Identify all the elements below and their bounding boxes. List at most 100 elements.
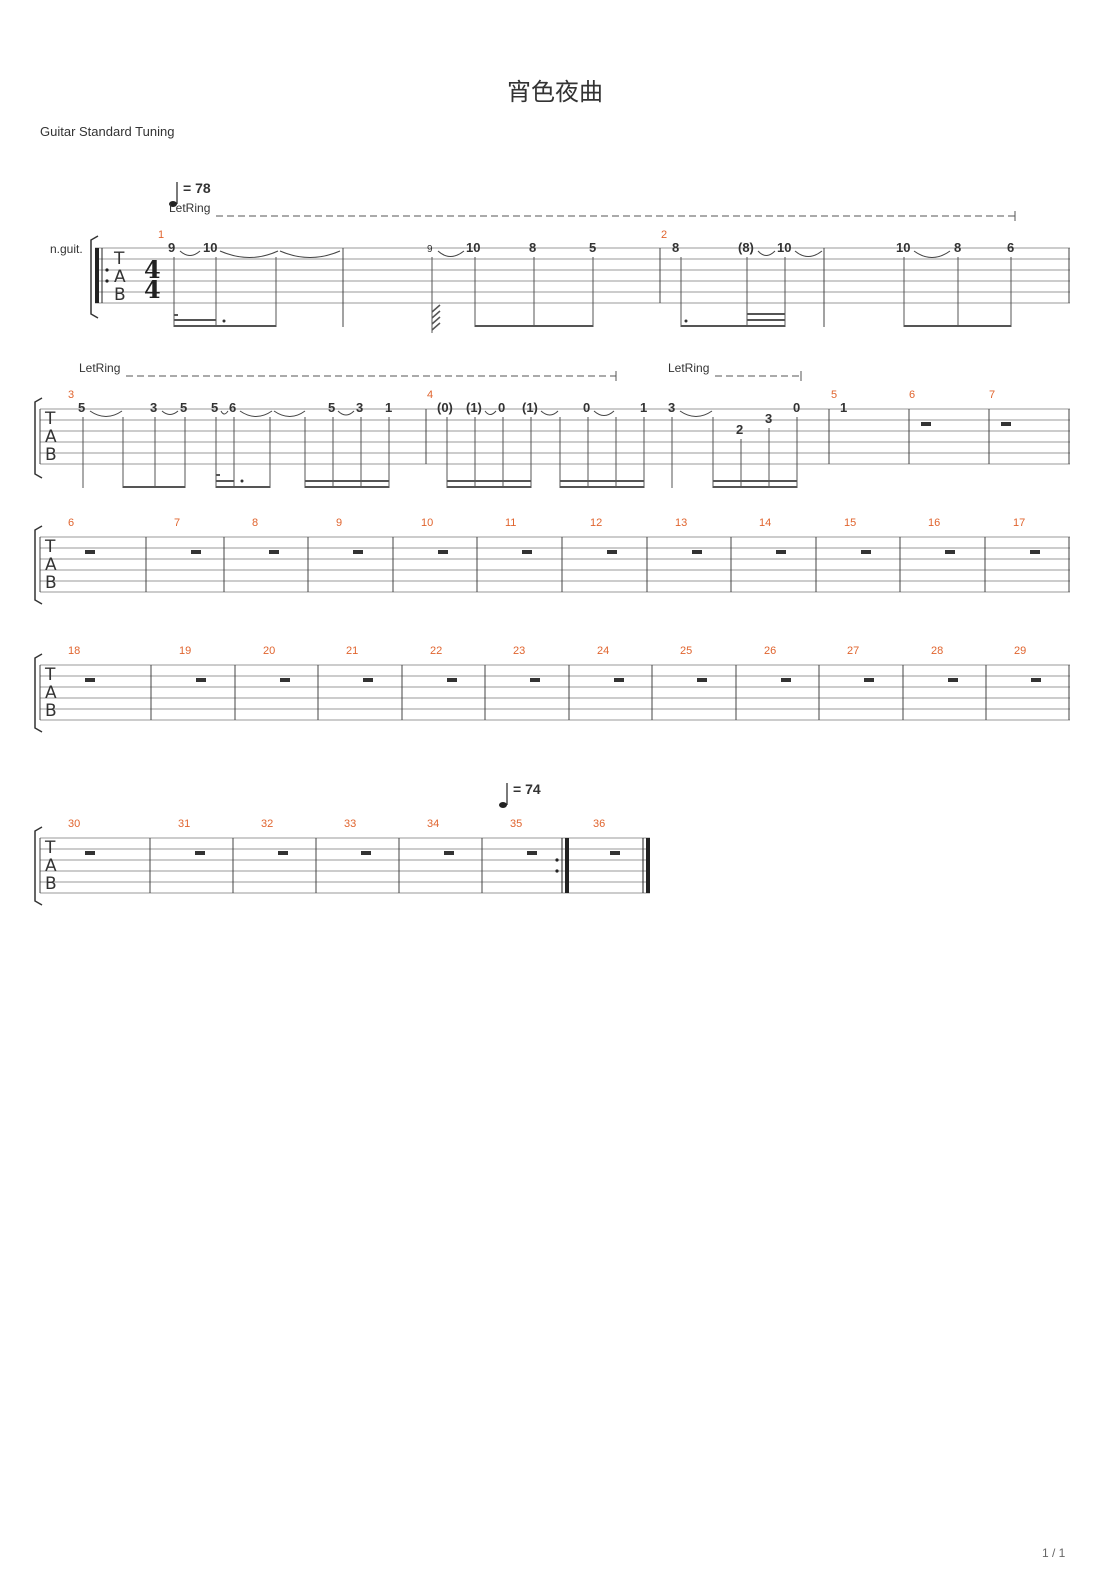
let-ring-label: LetRing — [169, 201, 210, 215]
fret-number: 1 — [840, 400, 847, 415]
fret-number: 3 — [668, 400, 675, 415]
whole-rest — [921, 422, 931, 426]
tab-letter-t: T — [113, 249, 125, 269]
whole-rest — [280, 678, 290, 682]
rhythm-beams — [174, 313, 1011, 327]
whole-rest — [269, 550, 279, 554]
system-bracket — [34, 525, 43, 605]
tab-letter: B — [45, 874, 57, 894]
time-signature-bottom: 4 — [144, 275, 161, 304]
rhythm-beams — [123, 474, 797, 488]
whole-rest — [697, 678, 707, 682]
repeat-start-barline — [95, 248, 99, 303]
fret-number: 10 — [777, 240, 791, 255]
fret-number: (0) — [437, 400, 453, 415]
tempo-marking-2: = 74 — [499, 781, 541, 808]
system-bracket — [34, 826, 43, 906]
whole-rest — [945, 550, 955, 554]
fret-number: 10 — [896, 240, 910, 255]
fret-number: 8 — [672, 240, 679, 255]
fret-number: (1) — [522, 400, 538, 415]
tab-letter: T — [44, 665, 56, 685]
time-signature-top: 4 — [144, 255, 161, 284]
let-ring-label: LetRing — [79, 361, 120, 375]
rhythm-stems — [173, 257, 1012, 333]
measure-number: 14 — [759, 517, 771, 529]
repeat-dot — [105, 268, 109, 272]
fret-number: 5 — [589, 240, 596, 255]
measure-number: 2 — [661, 229, 667, 241]
score-title: 宵色夜曲 — [507, 78, 603, 106]
barlines — [425, 409, 1070, 464]
tab-letter-a: A — [114, 267, 126, 287]
measure-number: 34 — [427, 818, 439, 830]
tab-letter: T — [44, 537, 56, 557]
tab-letter-b: B — [114, 285, 126, 305]
measure-number: 7 — [989, 389, 995, 401]
system-2: T A B LetRing LetRing 3 4 5 6 7 5 3 5 5 … — [34, 361, 1070, 488]
whole-rest — [1031, 678, 1041, 682]
fret-number: (8) — [738, 240, 754, 255]
tempo-value: = 78 — [183, 180, 211, 196]
fret-number: 5 — [180, 400, 187, 415]
whole-rest — [861, 550, 871, 554]
tab-staff — [40, 408, 1070, 465]
system-bracket — [34, 397, 43, 479]
whole-rest — [85, 851, 95, 855]
fret-number: 5 — [78, 400, 85, 415]
let-ring-label: LetRing — [668, 361, 709, 375]
measure-number: 21 — [346, 645, 358, 657]
measure-number: 12 — [590, 517, 602, 529]
whole-rest — [948, 678, 958, 682]
whole-rest — [85, 678, 95, 682]
fret-number: 2 — [736, 422, 743, 437]
instrument-label: n.guit. — [50, 242, 83, 256]
fret-number: 10 — [466, 240, 480, 255]
whole-rest — [527, 851, 537, 855]
tab-letter: T — [44, 838, 56, 858]
measure-number: 10 — [421, 517, 433, 529]
tab-staff — [95, 247, 1070, 304]
whole-rest — [447, 678, 457, 682]
quarter-note-icon — [169, 201, 177, 207]
measure-number: 28 — [931, 645, 943, 657]
tuning-label: Guitar Standard Tuning — [40, 124, 175, 139]
tab-letter-b: B — [45, 445, 57, 465]
fret-number: 6 — [229, 400, 236, 415]
measure-number: 29 — [1014, 645, 1026, 657]
whole-rest — [196, 678, 206, 682]
tab-letter: B — [45, 701, 57, 721]
fret-number: 3 — [356, 400, 363, 415]
measure-number: 25 — [680, 645, 692, 657]
whole-rest — [353, 550, 363, 554]
tempo-value: = 74 — [513, 781, 541, 797]
final-barline — [646, 838, 650, 893]
measure-number: 36 — [593, 818, 605, 830]
fret-number: 5 — [328, 400, 335, 415]
fret-number: 9 — [168, 240, 175, 255]
fret-number: 5 — [211, 400, 218, 415]
dot — [222, 319, 226, 323]
whole-rest — [85, 550, 95, 554]
measure-number: 7 — [174, 517, 180, 529]
measure-number: 4 — [427, 389, 433, 401]
dot — [240, 479, 244, 483]
measure-number: 9 — [336, 517, 342, 529]
fret-number: 0 — [583, 400, 590, 415]
whole-rest — [191, 550, 201, 554]
fret-number: 6 — [1007, 240, 1014, 255]
repeat-dot — [105, 279, 109, 283]
fret-number: 1 — [385, 400, 392, 415]
measure-number: 6 — [909, 389, 915, 401]
whole-rest — [195, 851, 205, 855]
tab-letter: A — [45, 683, 57, 703]
measure-number: 27 — [847, 645, 859, 657]
measure-number: 19 — [179, 645, 191, 657]
measure-number: 5 — [831, 389, 837, 401]
tab-letter-a: A — [45, 427, 57, 447]
whole-rest — [522, 550, 532, 554]
quarter-note-icon — [499, 802, 507, 808]
